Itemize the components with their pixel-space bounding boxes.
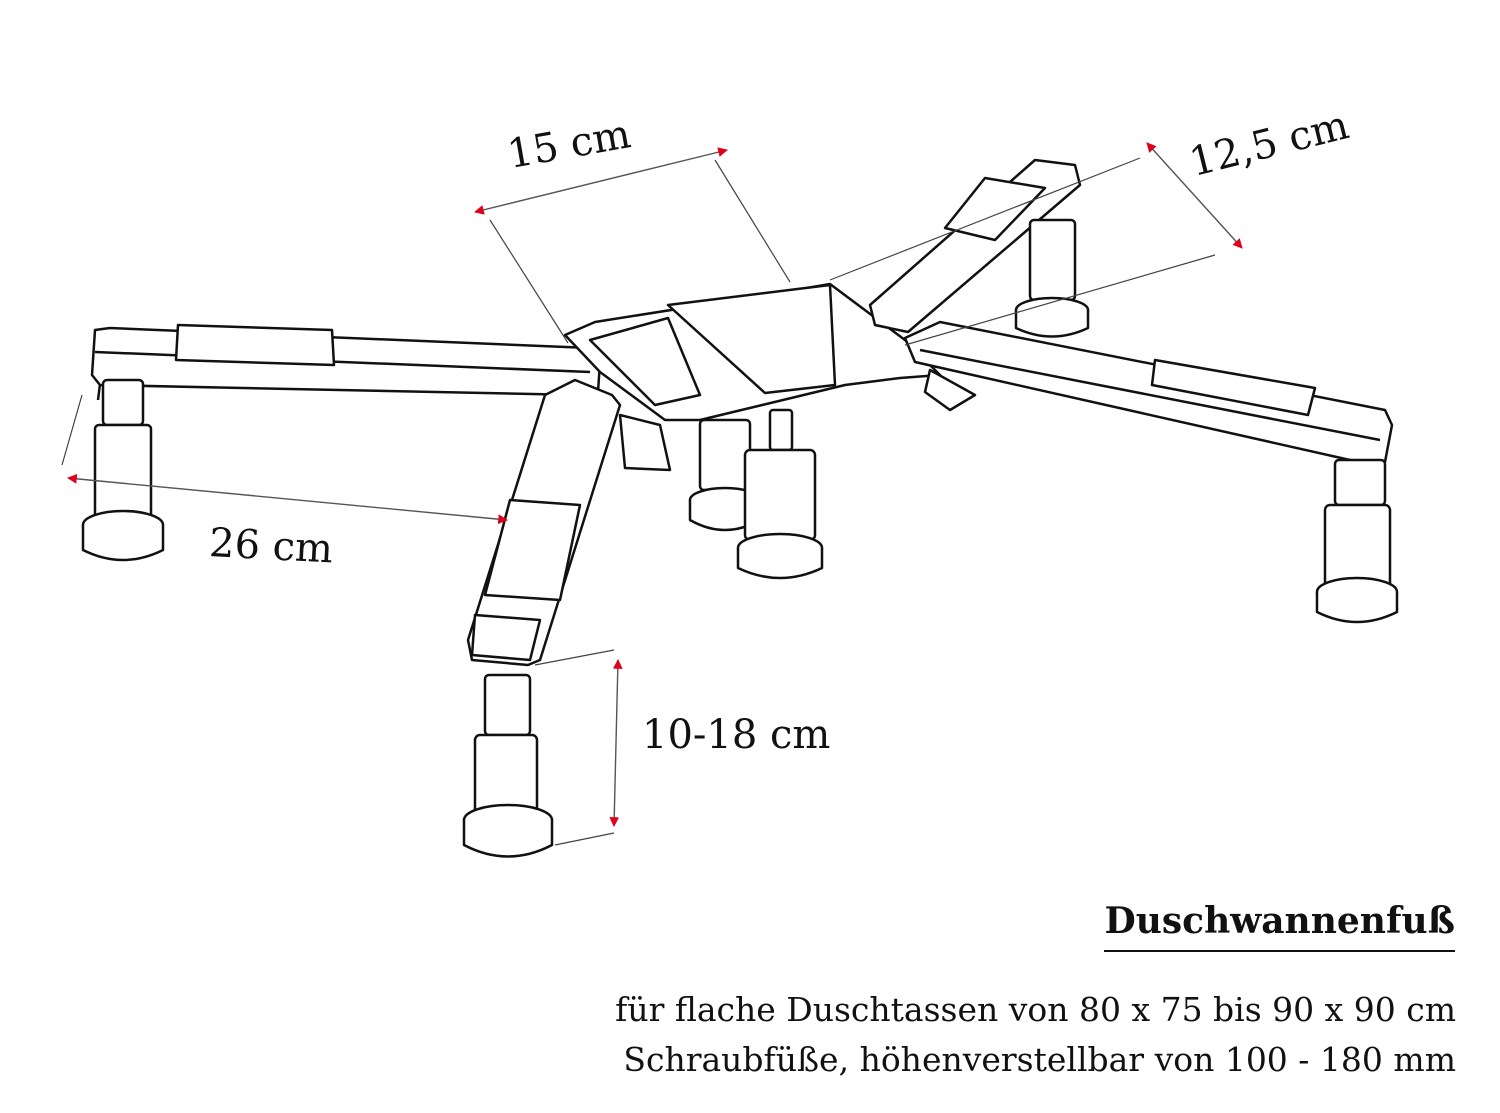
caption-line-1: für flache Duschtassen von 80 x 75 bis 9…	[615, 990, 1456, 1029]
arrow-26cm	[67, 473, 508, 525]
foot-back-center	[688, 418, 762, 532]
foot-center	[736, 408, 824, 580]
caption-title: Duschwannenfuß	[1104, 900, 1455, 952]
front-arm	[466, 378, 622, 667]
arrow-12-5cm	[1146, 142, 1243, 249]
arrow-10-18cm	[609, 659, 623, 827]
foot-left	[81, 378, 165, 562]
extension-lines	[61, 157, 1216, 846]
foot-detached	[462, 673, 554, 858]
foot-back-right	[1014, 218, 1090, 338]
foot-right	[1315, 458, 1399, 624]
center-plate	[563, 282, 977, 472]
caption-line-2: Schraubfüße, höhenverstellbar von 100 - …	[623, 1040, 1456, 1079]
dimension-label-foot-height: 10-18 cm	[642, 712, 831, 758]
right-arm	[903, 320, 1394, 464]
dimension-arrows	[67, 142, 1243, 827]
dimension-label-arm-length: 26 cm	[208, 520, 335, 573]
left-arm	[90, 323, 602, 401]
arrow-15cm	[474, 147, 728, 215]
